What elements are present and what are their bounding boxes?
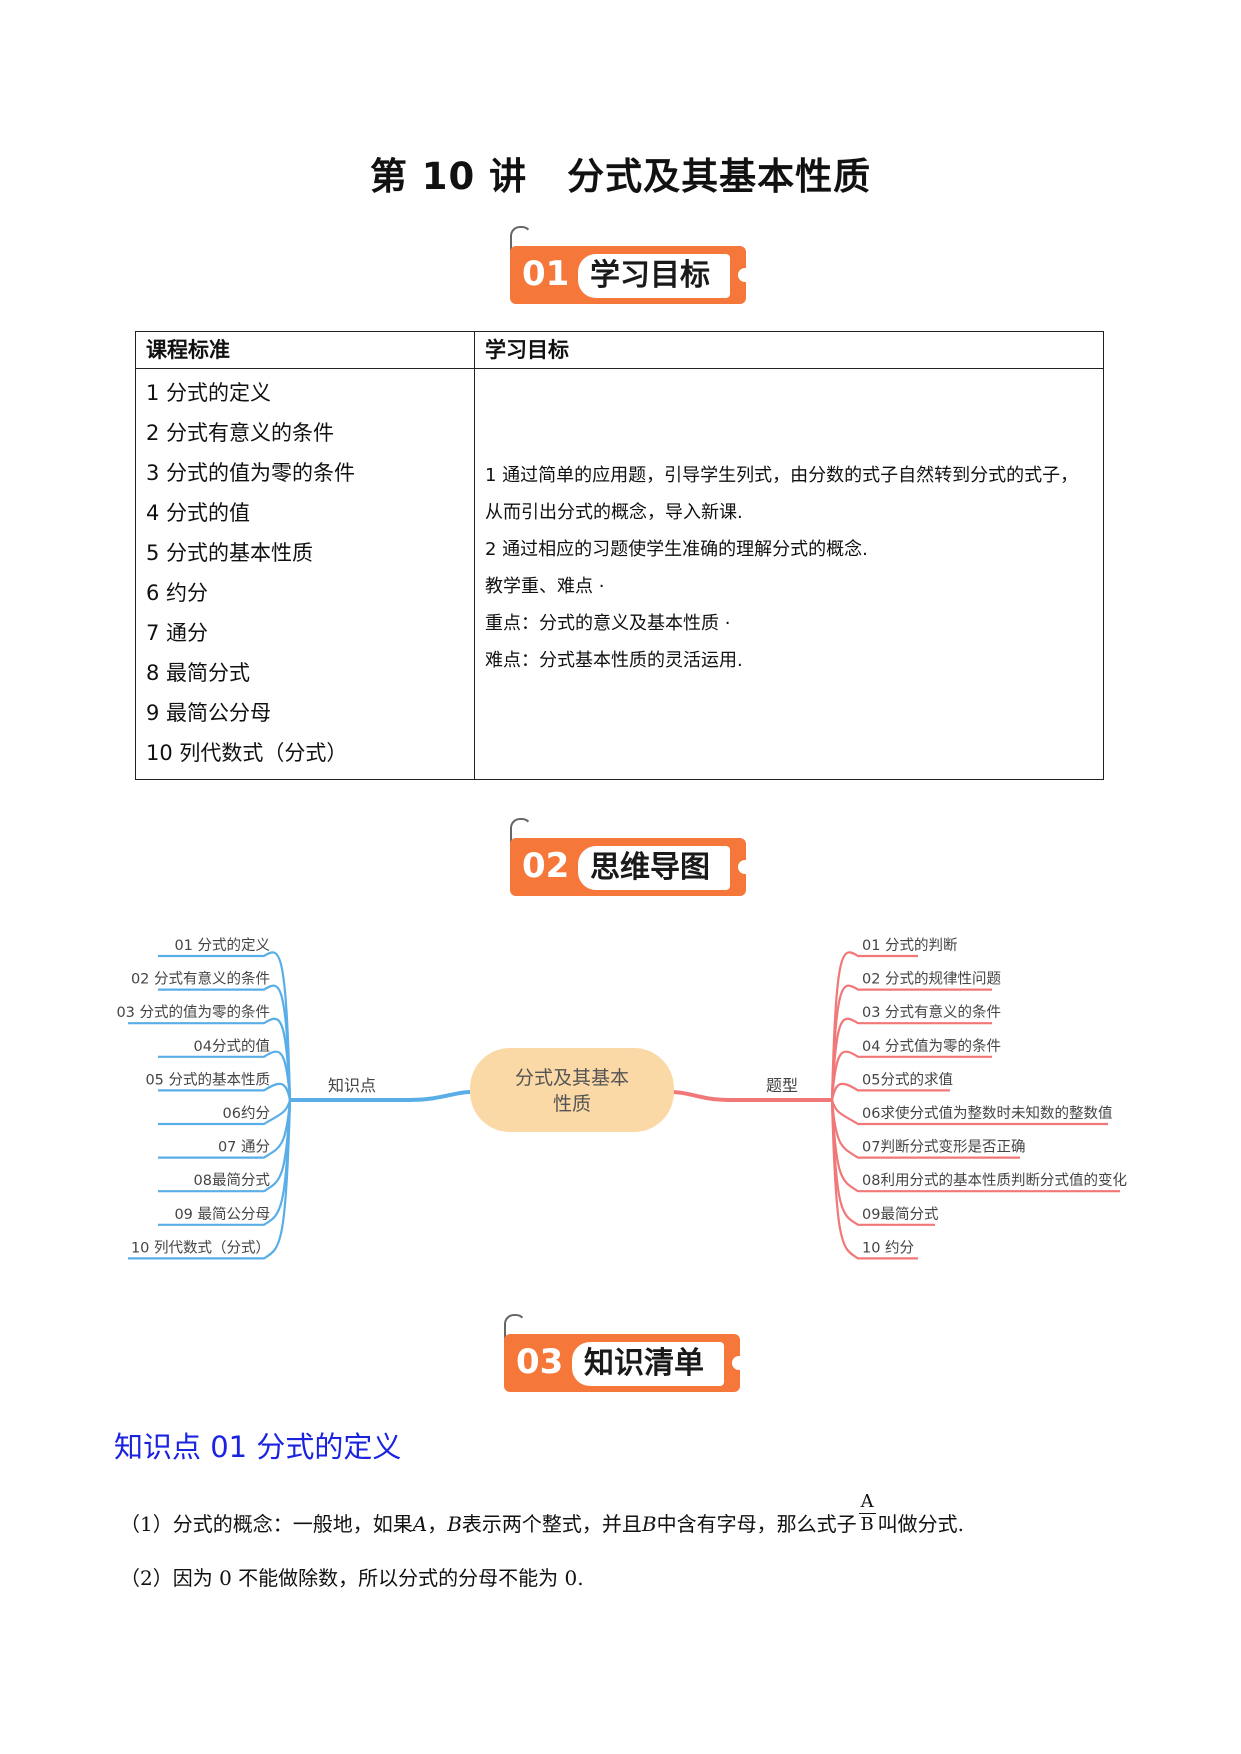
center-node-label: 分式及其基本 xyxy=(515,1067,629,1089)
standard-item: 10 列代数式（分式） xyxy=(146,741,348,765)
right-main-branch xyxy=(671,1090,832,1102)
standards-list: 1 分式的定义 2 分式有意义的条件 3 分式的值为零的条件 4 分式的值 5 分式的基… xyxy=(136,369,474,779)
right-node-label: 07判断分式变形是否正确 xyxy=(862,1139,1025,1156)
standard-item: 5 分式的基本性质 xyxy=(146,541,314,565)
page-title: 第 10 讲分式及其基本性质 xyxy=(0,146,1241,200)
section-badge-02: 02 思维导图 xyxy=(510,818,752,898)
left-node-label: 04分式的值 xyxy=(194,1038,270,1055)
center-node-label: 性质 xyxy=(553,1093,591,1115)
lesson-topic: 分式及其基本性质 xyxy=(567,155,872,198)
standard-item: 4 分式的值 xyxy=(146,501,251,525)
right-node-label: 04 分式值为零的条件 xyxy=(862,1038,1001,1055)
left-node-label: 01 分式的定义 xyxy=(174,937,270,954)
lesson-number: 第 10 讲 xyxy=(369,155,528,198)
left-node-label: 05 分式的基本性质 xyxy=(145,1071,270,1088)
standard-item: 6 约分 xyxy=(146,581,209,605)
right-branch-label: 题型 xyxy=(766,1076,798,1095)
right-node-label: 06求使分式值为整数时未知数的整数值 xyxy=(862,1105,1112,1122)
section-badge-03: 03 知识清单 xyxy=(504,1314,746,1394)
goal-line: 教学重、难点 · xyxy=(485,576,605,597)
goal-line: 从而引出分式的概念，导入新课. xyxy=(485,502,743,523)
goal-line: 1 通过简单的应用题，引导学生列式，由分数的式子自然转到分式的式子， xyxy=(485,465,1079,486)
left-node-label: 06约分 xyxy=(223,1105,270,1122)
right-node-label: 03 分式有意义的条件 xyxy=(862,1003,1001,1021)
section-badge-01: 01 学习目标 xyxy=(510,226,752,306)
left-node-label: 03 分式的值为零的条件 xyxy=(116,1004,270,1021)
goals-text: 1 通过简单的应用题，引导学生列式，由分数的式子自然转到分式的式子， 从而引出分式… xyxy=(475,369,1103,689)
standard-item: 7 通分 xyxy=(146,621,209,645)
standard-item: 3 分式的值为零的条件 xyxy=(146,461,356,485)
standard-item: 1 分式的定义 xyxy=(146,381,272,405)
left-node-line xyxy=(128,1017,292,1101)
right-node-line xyxy=(830,1099,918,1260)
right-node-label: 05分式的求值 xyxy=(862,1071,953,1088)
center-node xyxy=(470,1048,674,1132)
right-node-label: 10 约分 xyxy=(862,1239,914,1256)
mind-map: 01 分式的定义 02 分式有意义的条件 03 分式的值为零的条件 04分式的值 05 … xyxy=(116,937,1127,1260)
left-branch-label: 知识点 xyxy=(328,1076,376,1095)
right-node-label: 09最简分式 xyxy=(862,1206,939,1223)
left-node-label: 08最简分式 xyxy=(194,1172,271,1189)
goals-table: 课程标准 学习目标 1 分式的定义 2 分式有意义的条件 3 分式的值为零的条件 4 … xyxy=(135,331,1104,780)
right-node-label: 02 分式的规律性问题 xyxy=(862,971,1001,988)
standard-item: 9 最简公分母 xyxy=(146,701,272,725)
right-node-line xyxy=(830,1050,992,1101)
right-node-line xyxy=(830,1017,992,1101)
left-node-line xyxy=(128,1099,292,1260)
section-label: 知识清单 xyxy=(572,1342,724,1386)
goal-line: 2 通过相应的习题使学生准确的理解分式的概念. xyxy=(485,539,868,560)
section-label: 思维导图 xyxy=(578,846,730,890)
standard-item: 2 分式有意义的条件 xyxy=(146,421,335,445)
section-number: 01 xyxy=(522,254,570,294)
right-node-label: 08利用分式的基本性质判断分式值的变化 xyxy=(862,1172,1127,1189)
left-main-branch xyxy=(290,1090,471,1102)
standard-item: 8 最简分式 xyxy=(146,661,251,685)
section-number: 03 xyxy=(516,1342,564,1382)
right-node-line xyxy=(830,1082,950,1101)
goals-cell: 1 通过简单的应用题，引导学生列式，由分数的式子自然转到分式的式子， 从而引出分式… xyxy=(474,368,1104,780)
left-node-line xyxy=(158,1082,292,1101)
left-node-label: 07 通分 xyxy=(218,1139,270,1156)
paragraph-2: （2）因为 0 不能做除数，所以分式的分母不能为 0. xyxy=(120,1566,584,1590)
header-standards: 课程标准 xyxy=(135,331,475,369)
header-goals: 学习目标 xyxy=(474,331,1104,369)
goal-line: 难点：分式基本性质的灵活运用. xyxy=(485,650,743,671)
left-node-label: 10 列代数式（分式） xyxy=(131,1239,270,1256)
section-number: 02 xyxy=(522,846,570,886)
right-node-label: 01 分式的判断 xyxy=(862,937,958,954)
left-node-line xyxy=(158,1050,292,1101)
knowledge-point-title: 知识点 01 分式的定义 xyxy=(114,1430,402,1464)
left-node-label: 02 分式有意义的条件 xyxy=(131,970,270,988)
left-node-label: 09 最简公分母 xyxy=(174,1206,270,1223)
section-label: 学习目标 xyxy=(578,254,730,298)
standards-cell: 1 分式的定义 2 分式有意义的条件 3 分式的值为零的条件 4 分式的值 5 分式的基… xyxy=(135,368,475,780)
goal-line: 重点：分式的意义及基本性质 · xyxy=(485,613,731,634)
